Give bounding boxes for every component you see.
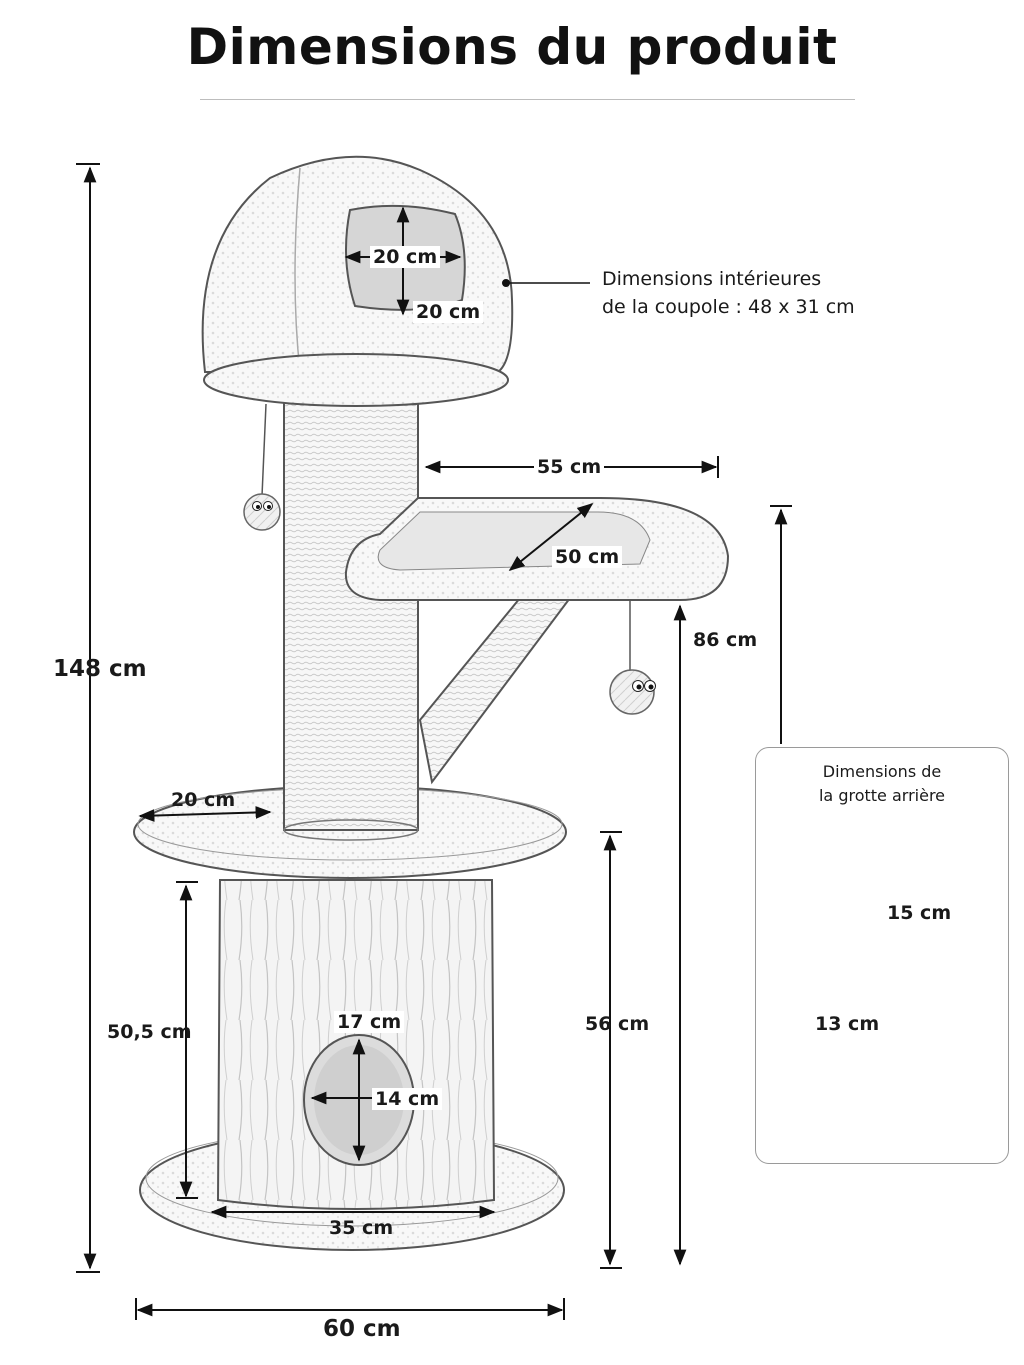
- platform-strut: [418, 597, 572, 785]
- hanging-toys: [243, 403, 656, 715]
- platform-depth-label: 50 cm: [552, 546, 623, 568]
- page-title: Dimensions du produit: [186, 18, 838, 76]
- inset-title-line1: Dimensions de: [822, 762, 942, 781]
- cave-opening-width-label: 17 cm: [334, 1011, 405, 1033]
- middle-height-label: 56 cm: [585, 1013, 650, 1035]
- dome-bed: [201, 155, 514, 407]
- total-height-label: 148 cm: [53, 656, 147, 682]
- platform-length-label: 55 cm: [534, 456, 605, 478]
- inset-opening-width-label: 13 cm: [815, 1013, 880, 1035]
- rear-cave-inset: [755, 747, 1009, 1164]
- dome-note-line1: Dimensions intérieures: [602, 268, 822, 290]
- sisal-post: [283, 399, 419, 841]
- dimension-lines: [76, 163, 968, 1320]
- dome-opening-height-label: 20 cm: [413, 301, 484, 323]
- inset-opening-height-label: 15 cm: [887, 902, 952, 924]
- platform-height-label: 86 cm: [693, 629, 758, 651]
- cave-opening-height-label: 14 cm: [372, 1088, 443, 1110]
- tree-trunk: [216, 879, 496, 1210]
- title-divider: [200, 99, 855, 100]
- dome-opening-width-label: 20 cm: [370, 246, 441, 268]
- inset-title: Dimensions de la grotte arrière: [755, 760, 1009, 808]
- dome-interior-note: Dimensions intérieures de la coupole : 4…: [602, 265, 855, 321]
- trunk-height-label: 50,5 cm: [107, 1021, 192, 1043]
- trunk-width-label: 35 cm: [329, 1217, 394, 1239]
- inset-title-line2: la grotte arrière: [818, 786, 946, 805]
- base-platform-radius-label: 20 cm: [171, 789, 236, 811]
- dome-note-line2: de la coupole : 48 x 31 cm: [602, 296, 855, 318]
- total-width-label: 60 cm: [323, 1316, 401, 1342]
